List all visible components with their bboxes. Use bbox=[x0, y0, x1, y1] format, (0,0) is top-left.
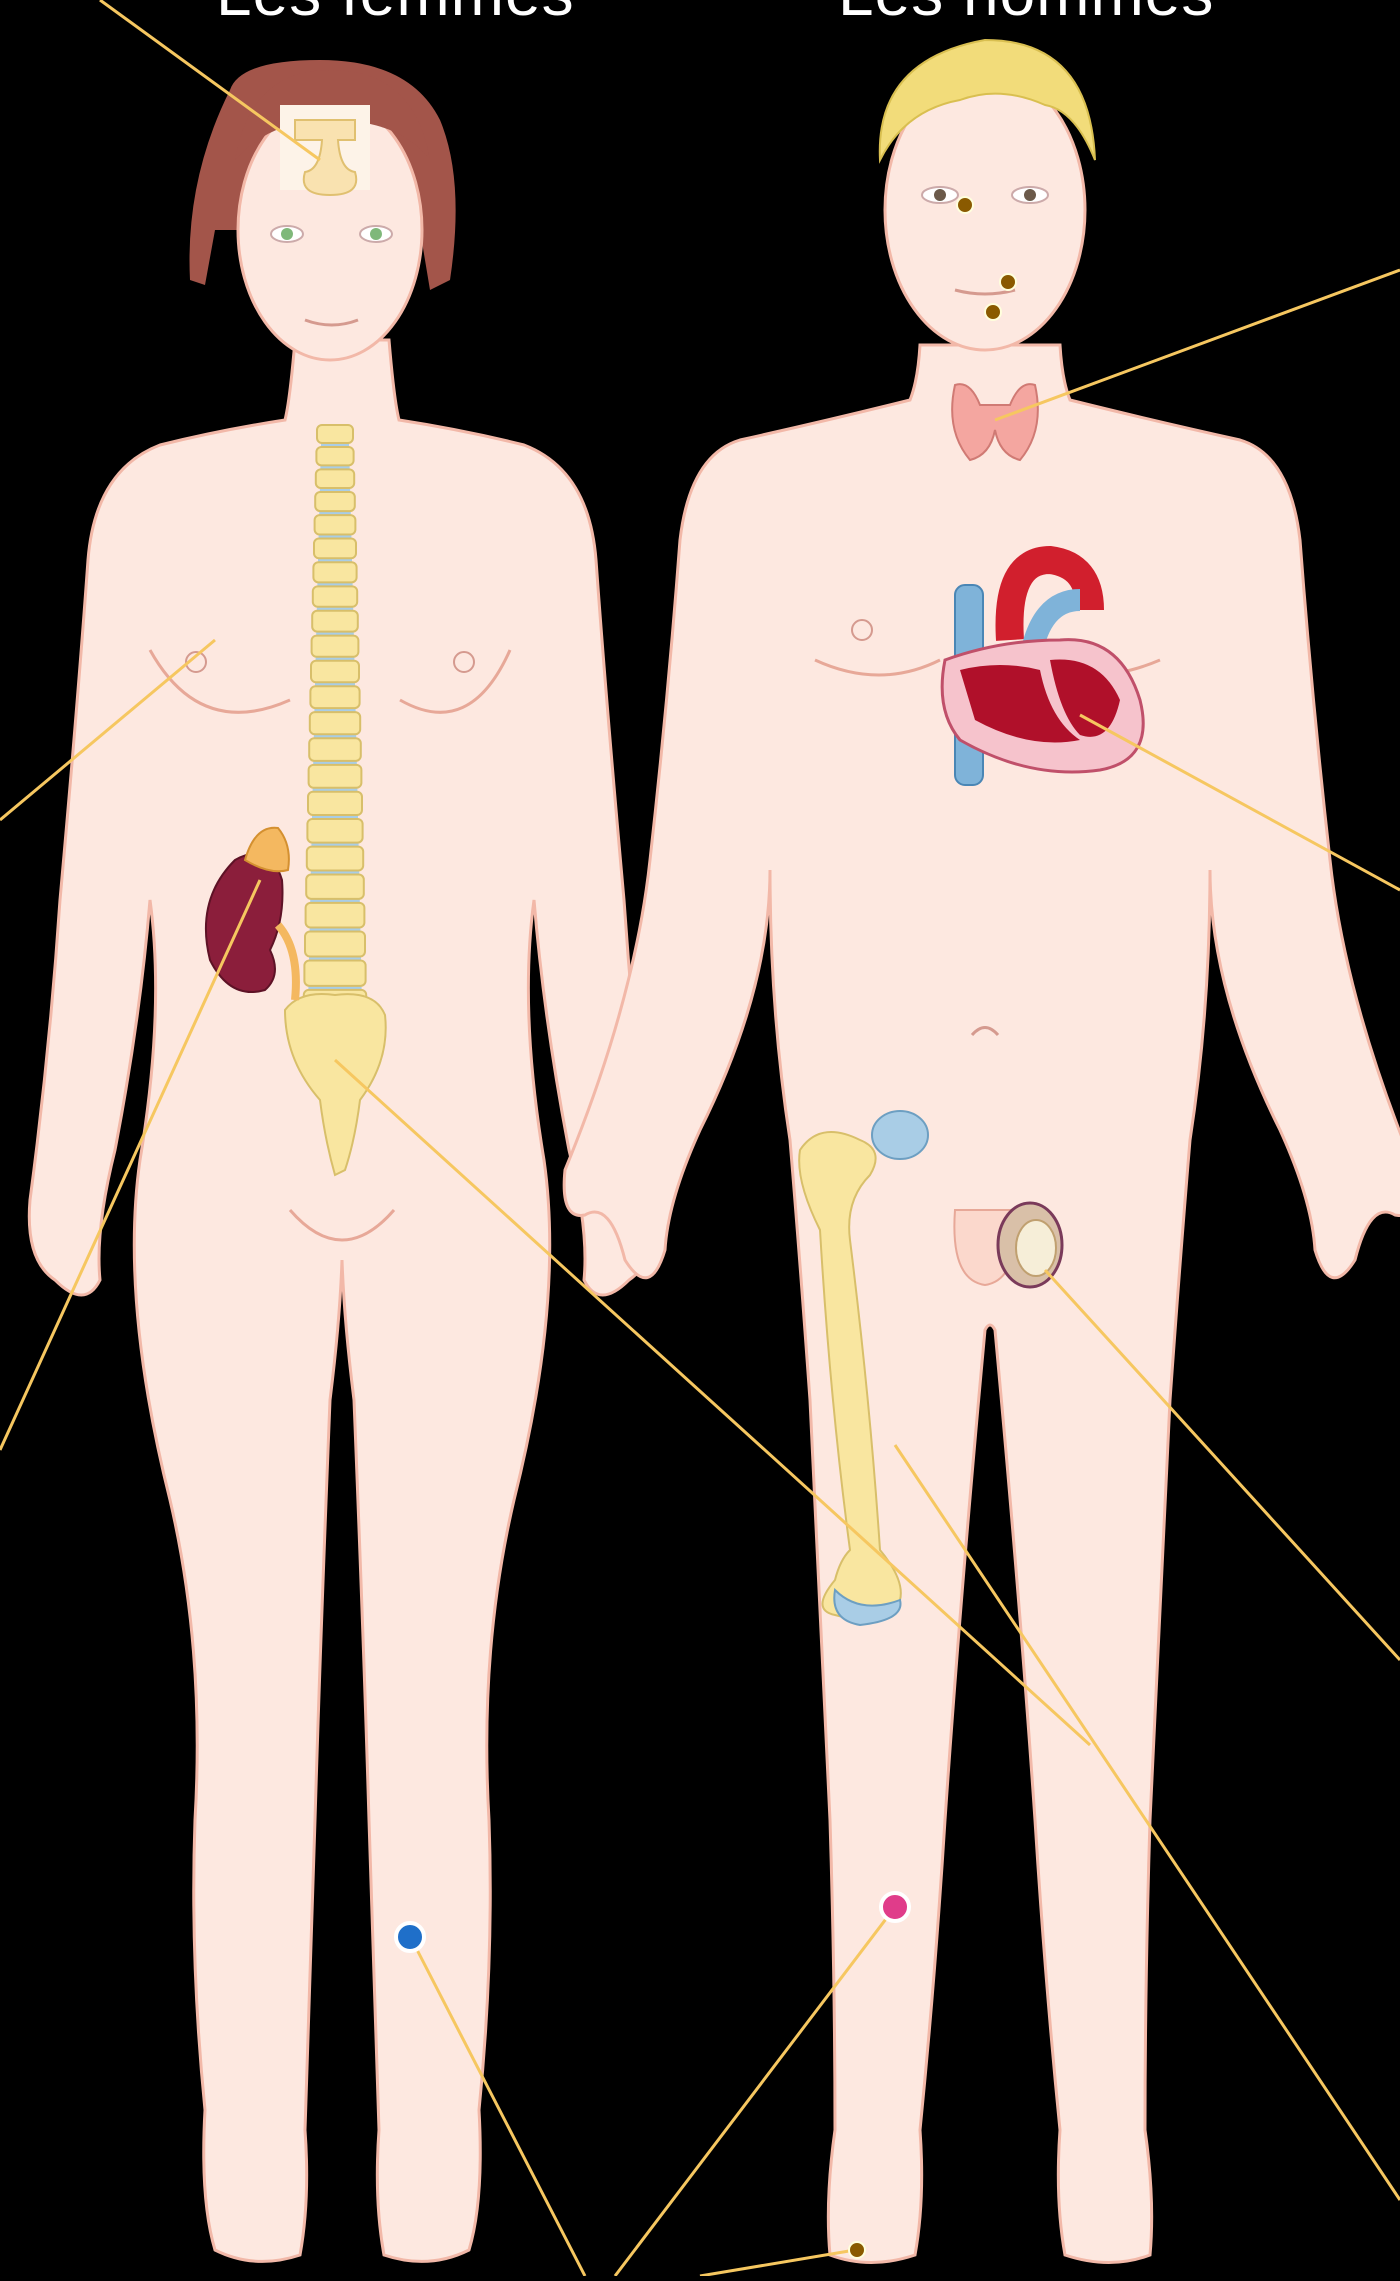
vertebra bbox=[307, 847, 363, 871]
vertebra bbox=[312, 611, 358, 632]
vertebra bbox=[317, 425, 353, 443]
vertebra bbox=[316, 447, 353, 465]
woman-iris-right bbox=[370, 228, 382, 240]
title-women: Les femmes bbox=[216, 0, 575, 30]
testis-body bbox=[1016, 1220, 1056, 1276]
vertebra bbox=[315, 492, 355, 511]
marker-toe bbox=[849, 2242, 865, 2258]
vertebra bbox=[310, 712, 360, 734]
vertebra bbox=[309, 765, 362, 788]
marker-chin bbox=[985, 304, 1001, 320]
vertebra bbox=[310, 686, 359, 708]
vertebra bbox=[313, 562, 356, 582]
man-iris-right bbox=[1024, 189, 1036, 201]
vertebra bbox=[311, 661, 359, 683]
pituitary-gland bbox=[280, 105, 370, 195]
vertebra bbox=[316, 469, 354, 488]
vertebra bbox=[313, 586, 357, 606]
vertebra bbox=[308, 792, 362, 815]
marker-leg-blue bbox=[396, 1923, 424, 1951]
title-men: Les hommes bbox=[838, 0, 1214, 30]
femur-head-cartilage bbox=[872, 1111, 928, 1159]
marker-lip bbox=[1000, 274, 1016, 290]
man-iris-left bbox=[934, 189, 946, 201]
vertebra bbox=[309, 738, 361, 761]
vertebra bbox=[312, 636, 359, 657]
marker-leg-pink bbox=[881, 1893, 909, 1921]
vertebra bbox=[307, 819, 362, 843]
vertebra bbox=[314, 539, 356, 559]
marker-eye bbox=[957, 197, 973, 213]
testis bbox=[998, 1203, 1062, 1287]
callout-line-toe bbox=[700, 2250, 855, 2276]
vertebra bbox=[306, 903, 365, 928]
vertebra bbox=[315, 515, 356, 534]
vertebra bbox=[306, 875, 364, 899]
man-figure bbox=[564, 40, 1400, 2263]
woman-iris-left bbox=[281, 228, 293, 240]
vertebra bbox=[304, 961, 365, 986]
vertebra bbox=[305, 932, 365, 957]
